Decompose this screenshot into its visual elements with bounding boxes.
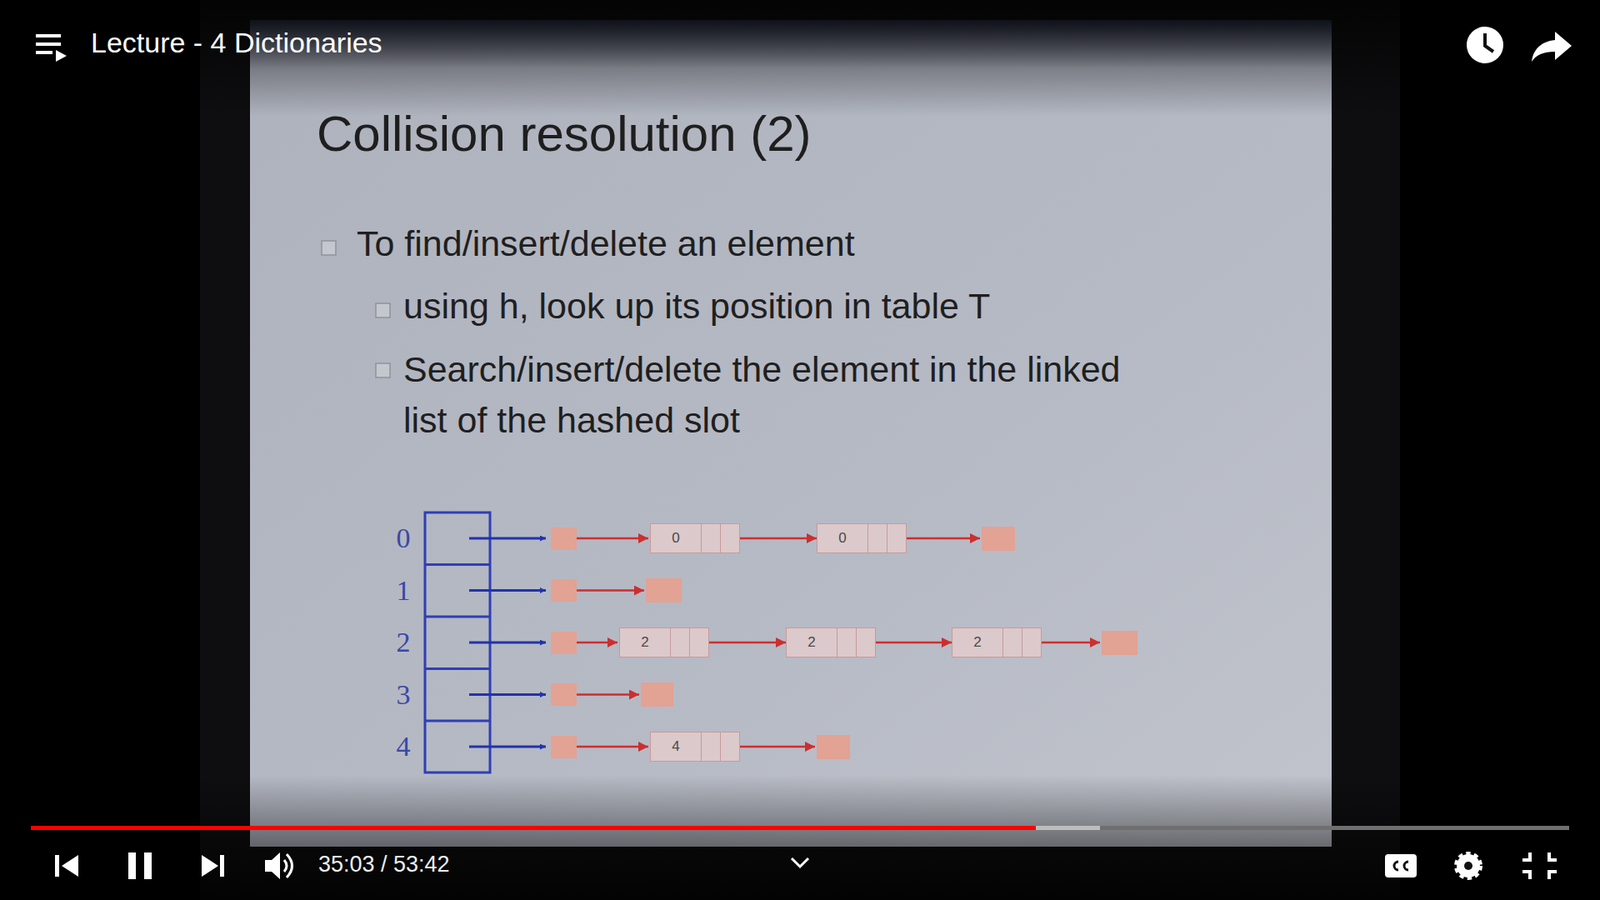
slot-index: 4: [396, 730, 411, 763]
list-pointer: [740, 537, 817, 540]
cc-button: [1385, 854, 1417, 878]
node-key: 4: [671, 738, 680, 755]
list-pointer: [875, 641, 952, 645]
pointer-cell: [720, 732, 740, 761]
pointer-cell: [720, 524, 740, 553]
bullet-text: using h, look up its position in table T: [403, 285, 990, 327]
settings-button: [1456, 854, 1480, 878]
bullet: [321, 240, 336, 255]
bullet: [375, 303, 390, 318]
top-shade: [0, 0, 1600, 117]
pointer-cell: [700, 732, 720, 761]
node-key: 2: [640, 634, 649, 651]
time-display: 35:03 / 53:42: [318, 851, 450, 878]
pointer-cell: [867, 524, 887, 553]
list-pointers: [576, 538, 1100, 747]
pointer-cell: [689, 628, 709, 657]
watch-later-icon: [1466, 26, 1504, 64]
bullet: [375, 363, 390, 378]
share-icon: [1531, 31, 1572, 62]
list-pointer: [709, 641, 786, 645]
list-node: 0: [816, 523, 907, 554]
next-button: [201, 855, 225, 877]
pointer-cell: [1021, 628, 1041, 657]
slot-index: 2: [396, 626, 411, 659]
slide-title: Collision resolution (2): [316, 105, 812, 163]
bullet-text: To find/insert/delete an element: [356, 223, 855, 265]
bullet-text: Search/insert/delete the element in the …: [403, 344, 1145, 446]
pointer-cell: [886, 524, 906, 553]
pause-button: [128, 852, 152, 880]
sentinel-nodes: [550, 526, 1138, 760]
exit-fullscreen-button: [1522, 852, 1557, 880]
slide: [250, 20, 1332, 847]
node-key: 2: [807, 634, 815, 651]
video-title: Lecture - 4 Dictionaries: [90, 26, 383, 60]
pointer-cell: [700, 524, 720, 553]
playlist-icon: [35, 34, 67, 62]
node-key: 2: [973, 634, 981, 651]
slot-index: 0: [396, 522, 411, 555]
chevron: [791, 858, 809, 867]
pointer-cell: [670, 628, 690, 657]
slot-index: 3: [396, 679, 411, 711]
pointer-cell: [836, 628, 856, 657]
list-node: 2: [785, 627, 876, 658]
list-node: 4: [650, 731, 740, 762]
list-node: 2: [951, 627, 1042, 658]
slot-pointers: [469, 538, 546, 747]
list-node: 2: [619, 627, 710, 658]
bottom-shade: [0, 775, 1600, 900]
node-key: 0: [671, 530, 680, 547]
pointer-cell: [855, 628, 875, 657]
video-area: [200, 0, 1400, 900]
volume-button: [265, 852, 293, 880]
node-key: 0: [838, 530, 846, 547]
list-node: 0: [650, 523, 740, 554]
prev-button: [55, 855, 79, 877]
pointer-cell: [1002, 628, 1022, 657]
slot-index: 1: [396, 575, 411, 607]
progress-bar: [30, 825, 1570, 830]
